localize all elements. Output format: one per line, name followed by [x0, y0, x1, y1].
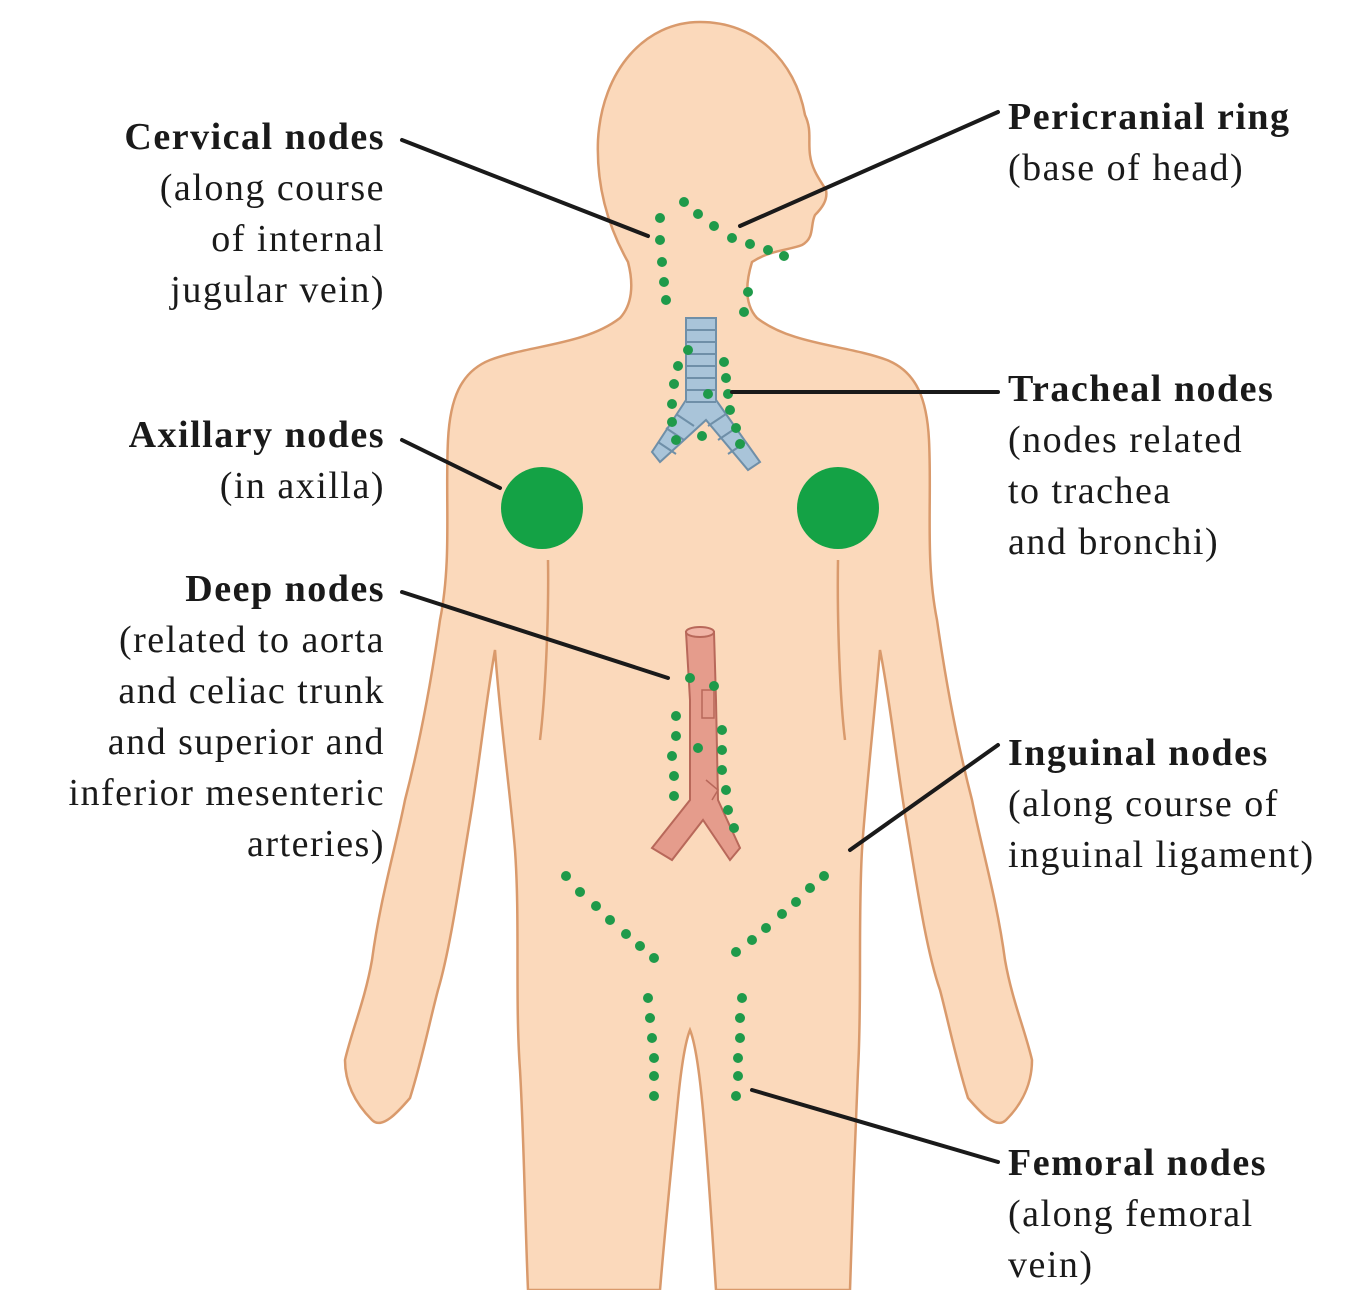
label-axillary-nodes: Axillary nodes (in axilla)	[129, 410, 385, 512]
lymph-node-dot	[673, 361, 683, 371]
lymph-node-dot	[703, 389, 713, 399]
lymph-node-dot	[777, 909, 787, 919]
lymph-node-dot	[655, 235, 665, 245]
lymph-node-dot	[683, 345, 693, 355]
lymph-node-dot	[679, 197, 689, 207]
lymph-node-dot	[649, 1071, 659, 1081]
lymph-node-dot	[561, 871, 571, 881]
lymph-node-dot	[647, 1033, 657, 1043]
lymph-node-dot	[727, 233, 737, 243]
lymph-node-dot	[763, 245, 773, 255]
lymph-node-dot	[735, 439, 745, 449]
lymph-node-dot	[747, 935, 757, 945]
lymph-node-dot	[721, 785, 731, 795]
lymph-node-dot	[649, 1053, 659, 1063]
lymph-node-dot	[621, 929, 631, 939]
lymph-node-dot	[717, 725, 727, 735]
lymph-node-dot	[731, 423, 741, 433]
inguinal-title: Inguinal nodes	[1008, 728, 1315, 779]
tracheal-title: Tracheal nodes	[1008, 364, 1274, 415]
lymph-node-dot	[667, 751, 677, 761]
lymph-node-dot	[575, 887, 585, 897]
lymph-node-dot	[635, 941, 645, 951]
cervical-title: Cervical nodes	[124, 112, 385, 163]
lymph-node-dot	[791, 897, 801, 907]
lymph-node-dot	[717, 765, 727, 775]
lymph-node-dot	[649, 1091, 659, 1101]
lymph-node-dot	[721, 373, 731, 383]
lymph-node-dot	[729, 823, 739, 833]
lymph-node-dot	[655, 213, 665, 223]
lymph-node-dot	[819, 871, 829, 881]
lymph-node-dot	[669, 771, 679, 781]
axillary-node-left	[501, 467, 583, 549]
label-deep-nodes: Deep nodes (related to aorta and celiac …	[68, 564, 385, 870]
lymph-node-dot	[669, 791, 679, 801]
label-pericranial-ring: Pericranial ring (base of head)	[1008, 92, 1291, 194]
pericranial-desc: (base of head)	[1008, 143, 1291, 194]
lymph-node-dot	[671, 711, 681, 721]
label-tracheal-nodes: Tracheal nodes (nodes related to trachea…	[1008, 364, 1274, 568]
lymph-node-dot	[735, 1013, 745, 1023]
lymph-node-dot	[733, 1071, 743, 1081]
lymph-node-dot	[779, 251, 789, 261]
cervical-desc: (along course of internal jugular vein)	[124, 163, 385, 316]
lymph-node-dot	[693, 209, 703, 219]
lymph-node-dot	[667, 399, 677, 409]
axillary-desc: (in axilla)	[129, 461, 385, 512]
lymph-node-dot	[667, 417, 677, 427]
lymph-node-dot	[723, 805, 733, 815]
lymph-node-dot	[719, 357, 729, 367]
femoral-title: Femoral nodes	[1008, 1138, 1267, 1189]
lymph-node-dot	[591, 901, 601, 911]
lymph-node-dot	[709, 681, 719, 691]
axillary-node-right	[797, 467, 879, 549]
lymph-node-dot	[643, 993, 653, 1003]
lymph-node-dot	[671, 435, 681, 445]
lymph-node-dot	[645, 1013, 655, 1023]
lymph-node-dot	[709, 221, 719, 231]
lymph-node-dot	[745, 239, 755, 249]
lymph-node-dot	[685, 673, 695, 683]
pericranial-title: Pericranial ring	[1008, 92, 1291, 143]
lymph-node-dot	[735, 1033, 745, 1043]
lymph-node-dot	[661, 295, 671, 305]
deep-desc: (related to aorta and celiac trunk and s…	[68, 615, 385, 870]
lymph-node-dot	[805, 883, 815, 893]
deep-title: Deep nodes	[68, 564, 385, 615]
tracheal-desc: (nodes related to trachea and bronchi)	[1008, 415, 1274, 568]
label-inguinal-nodes: Inguinal nodes (along course of inguinal…	[1008, 728, 1315, 881]
lymph-node-dot	[657, 257, 667, 267]
lymph-node-dot	[671, 731, 681, 741]
inguinal-desc: (along course of inguinal ligament)	[1008, 779, 1315, 881]
lymph-node-dot	[761, 923, 771, 933]
lymph-node-dot	[737, 993, 747, 1003]
lymph-node-dot	[693, 743, 703, 753]
axillary-title: Axillary nodes	[129, 410, 385, 461]
label-femoral-nodes: Femoral nodes (along femoral vein)	[1008, 1138, 1267, 1291]
lymph-node-dot	[725, 405, 735, 415]
lymph-node-dot	[731, 1091, 741, 1101]
femoral-desc: (along femoral vein)	[1008, 1189, 1267, 1291]
lymph-node-dot	[649, 953, 659, 963]
lymph-node-dot	[743, 287, 753, 297]
lymph-node-dot	[733, 1053, 743, 1063]
lymph-node-dot	[739, 307, 749, 317]
lymph-node-dot	[669, 379, 679, 389]
lymph-node-dot	[605, 915, 615, 925]
lymph-node-dot	[697, 431, 707, 441]
label-cervical-nodes: Cervical nodes (along course of internal…	[124, 112, 385, 316]
lymph-node-dot	[731, 947, 741, 957]
lymph-node-dot	[717, 745, 727, 755]
lymph-node-dot	[659, 277, 669, 287]
